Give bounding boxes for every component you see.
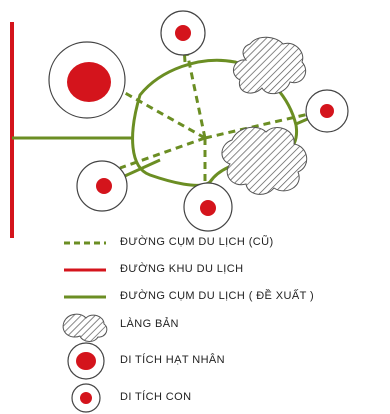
sub-site-southwest: [76, 160, 128, 212]
legend-sub-site-symbol: [71, 383, 101, 413]
sub-site-south: [183, 182, 233, 232]
legend-core-site-symbol: [67, 342, 105, 380]
sub-site-east: [305, 89, 349, 133]
legend-old-route-label: ĐƯỜNG CỤM DU LỊCH (CŨ): [120, 236, 274, 248]
legend-village-symbol: [62, 313, 108, 342]
legend-sub-site-label: DI TÍCH CON: [120, 391, 192, 403]
legend-zone-route-label: ĐƯỜNG KHU DU LỊCH: [120, 263, 244, 275]
legend-core-site-label: DI TÍCH HẠT NHÂN: [120, 354, 226, 366]
sub-site-north: [160, 10, 206, 56]
village-north: [232, 36, 307, 95]
legend-proposed-route-label: ĐƯỜNG CỤM DU LỊCH ( ĐỀ XUẤT ): [120, 290, 315, 302]
core-site-large: [48, 41, 126, 119]
village-east: [221, 126, 308, 195]
legend-village-label: LÀNG BẢN: [120, 318, 179, 330]
